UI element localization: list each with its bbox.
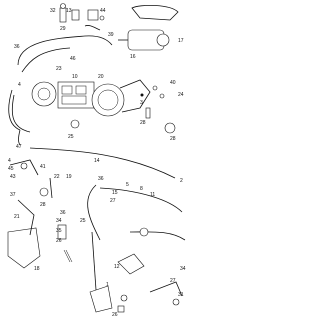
cable-routing-top xyxy=(8,35,113,146)
part-label: 15 xyxy=(112,190,118,196)
lower-right-linkage xyxy=(117,253,183,313)
actuator-unit xyxy=(118,4,179,51)
part-label: 11 xyxy=(150,192,155,198)
part-label: 40 xyxy=(170,80,176,86)
parts-diagram: 32 13 29 44 39 36 16 17 23 46 10 20 40 2… xyxy=(7,3,186,318)
part-label: 16 xyxy=(130,54,136,60)
part-label: 4 xyxy=(18,82,21,88)
pedal-bracket-assembly xyxy=(7,159,53,269)
part-label: 12 xyxy=(114,264,120,270)
part-label: 13 xyxy=(66,8,72,14)
part-label: 5 xyxy=(126,182,129,188)
throttle-cable xyxy=(29,147,186,241)
part-label: 3 xyxy=(140,100,143,106)
part-label: 14 xyxy=(94,158,100,164)
part-label: 44 xyxy=(100,8,106,14)
part-label: 35 xyxy=(56,228,62,234)
part-label: 43 xyxy=(10,174,16,180)
part-label: 36 xyxy=(14,44,20,50)
part-label: 4 xyxy=(8,158,11,164)
part-label: 8 xyxy=(140,186,143,192)
control-module-assembly xyxy=(31,79,151,117)
part-label: 1 xyxy=(106,282,109,288)
part-label: 17 xyxy=(178,38,184,44)
part-label: 39 xyxy=(108,32,114,38)
part-label: 2 xyxy=(180,178,183,184)
part-label: 37 xyxy=(10,192,16,198)
part-label: 26 xyxy=(56,238,62,244)
upper-bracket-cluster xyxy=(59,3,101,31)
part-label: 41 xyxy=(40,164,46,170)
part-label: 28 xyxy=(170,136,176,142)
part-label: 34 xyxy=(180,266,186,272)
part-label: 23 xyxy=(56,66,62,72)
part-label: 28 xyxy=(40,202,46,208)
part-label: 25 xyxy=(68,134,74,140)
part-labels: 32 13 29 44 39 36 16 17 23 46 10 20 40 2… xyxy=(8,8,186,318)
part-label: 47 xyxy=(16,144,22,150)
part-label: 22 xyxy=(54,174,60,180)
part-label: 24 xyxy=(178,92,184,98)
part-label: 46 xyxy=(70,56,76,62)
part-label: 18 xyxy=(34,266,40,272)
part-label: 28 xyxy=(140,120,146,126)
part-label: 27 xyxy=(170,278,176,284)
part-label: 32 xyxy=(50,8,56,14)
part-label: 19 xyxy=(66,174,72,180)
part-label: 36 xyxy=(98,176,104,182)
part-label: 29 xyxy=(60,26,66,32)
small-hardware-top xyxy=(70,15,176,134)
part-label: 20 xyxy=(98,74,104,80)
part-label: 34 xyxy=(56,218,62,224)
part-label: 10 xyxy=(72,74,78,80)
part-label: 26 xyxy=(112,312,118,318)
part-label: 31 xyxy=(178,292,184,298)
part-label: 21 xyxy=(14,214,20,220)
part-label: 36 xyxy=(60,210,66,216)
part-label: 27 xyxy=(110,198,116,204)
part-label: 25 xyxy=(80,218,86,224)
part-label: 45 xyxy=(8,166,14,172)
accelerator-pedal xyxy=(57,224,113,313)
